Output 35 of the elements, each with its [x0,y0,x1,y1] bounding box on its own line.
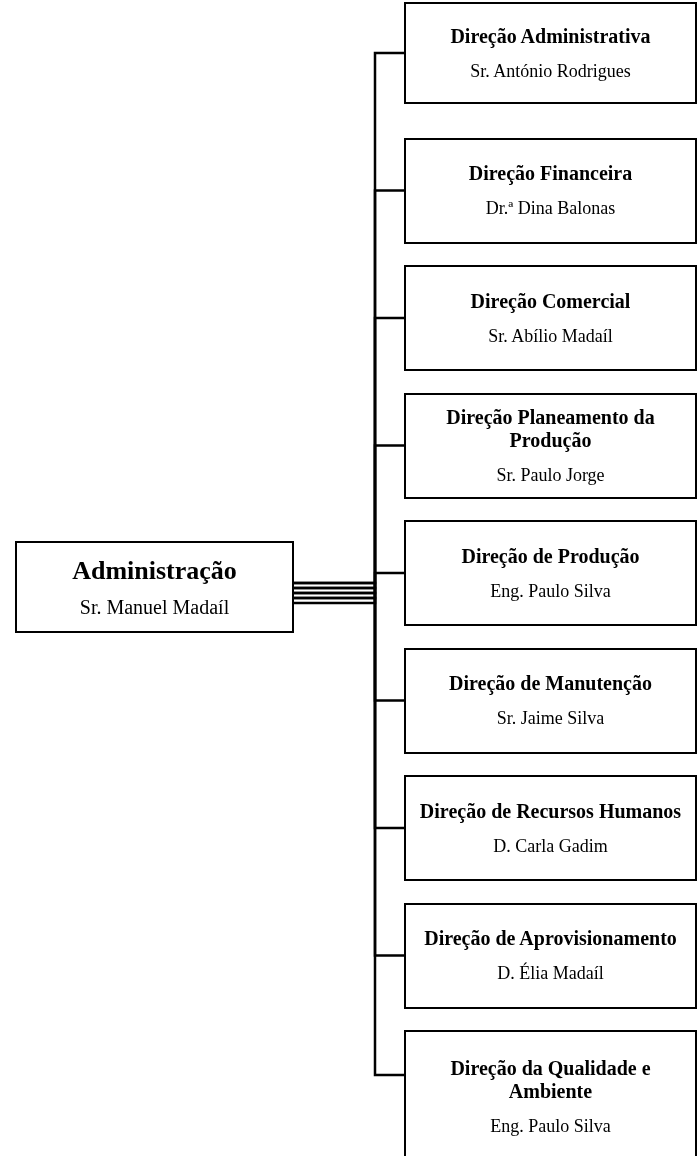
person-name: Sr. Jaime Silva [496,707,605,729]
connector-line [294,591,404,957]
unit-title: Direção de Aprovisionamento [424,927,677,950]
person-name: Sr. Manuel Madaíl [79,596,230,618]
org-box [404,520,697,626]
person-name: Eng. Paulo Silva [490,579,611,602]
connector-line [294,571,404,605]
person-name: Sr. Paulo Jorge [496,463,605,486]
person-name: Sr. António Rodrigues [470,59,631,82]
unit-title: Administração [72,556,237,586]
unit-title: Direção de Produção [461,544,640,568]
org-box [404,647,697,754]
org-box [404,392,697,499]
person-name: Sr. Abílio Madaíl [488,324,613,347]
org-box [404,265,697,371]
unit-title: Direção da Qualidade e Ambiente [449,1057,652,1103]
org-box [404,137,697,244]
unit-title: Direção de Manutenção [449,672,652,695]
person-name: Dr.ª Dina Balonas [485,197,616,219]
person-name: D. Élia Madaíl [497,962,604,984]
org-box [404,1030,697,1156]
connector-line [294,586,404,830]
unit-title: Direção Comercial [470,289,631,313]
org-box [404,2,697,104]
person-name: Eng. Paulo Silva [490,1115,611,1137]
person-name: D. Carla Gadim [493,834,608,857]
org-box [404,902,697,1009]
unit-title: Direção de Recursos Humanos [419,799,682,823]
unit-title: Direção Planeamento da Produção [445,405,656,452]
org-box [15,541,294,633]
unit-title: Direção Financeira [468,162,633,185]
connector-line [294,596,404,1077]
unit-title: Direção Administrativa [450,24,651,48]
connector-line [294,581,404,702]
org-box [404,775,697,881]
